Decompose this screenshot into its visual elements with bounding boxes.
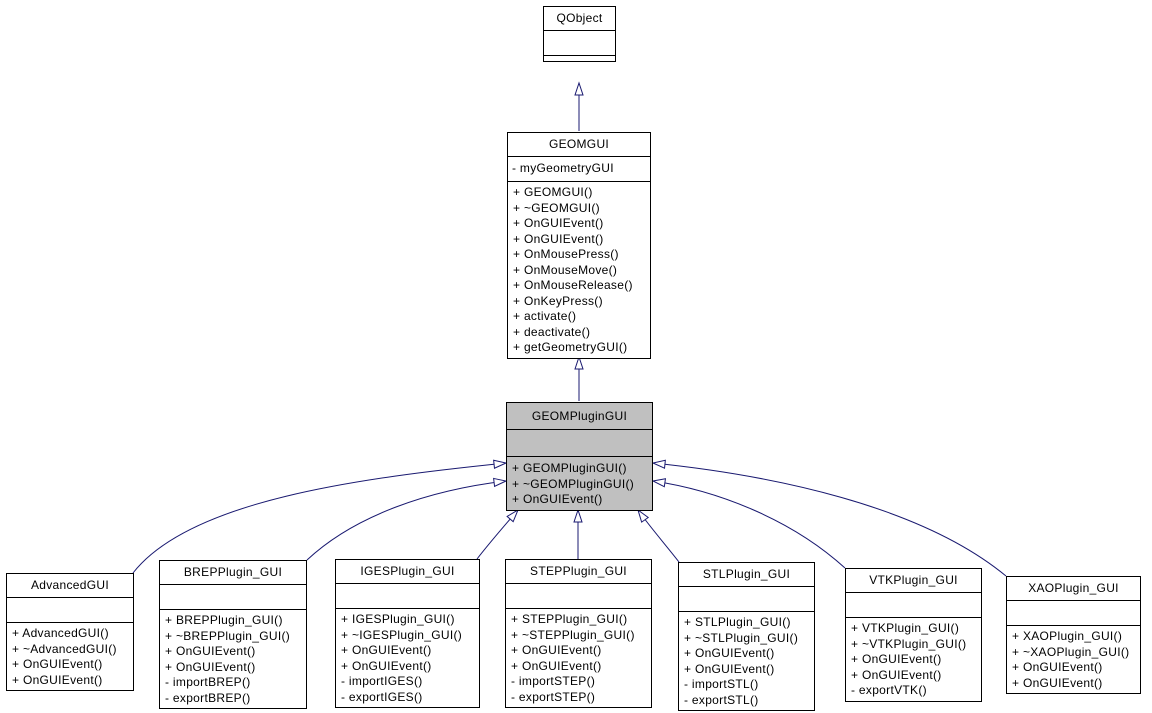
member-line: + ~XAOPlugin_GUI(): [1012, 644, 1130, 659]
methods-compartment: + IGESPlugin_GUI()+ ~IGESPlugin_GUI()+ O…: [336, 609, 479, 707]
member-line: + OnGUIEvent(): [341, 643, 432, 657]
member-line: + STEPPlugin_GUI(): [511, 612, 628, 626]
edge-vtk-to-geomplugingui: [651, 478, 846, 569]
class-title: STLPlugin_GUI: [679, 563, 814, 587]
member-line: + STLPlugin_GUI(): [684, 615, 791, 629]
class-node-brepplugin-gui[interactable]: BREPPlugin_GUI + BREPPlugin_GUI()+ ~BREP…: [159, 560, 307, 709]
member-line: - importSTL(): [684, 677, 759, 691]
member-line: + ~GEOMPluginGUI(): [512, 476, 635, 491]
member-line: - exportSTEP(): [511, 689, 596, 704]
class-node-geomgui[interactable]: GEOMGUI - myGeometryGUI + GEOMGUI()+ ~GE…: [507, 132, 651, 359]
member-line: - myGeometryGUI: [512, 161, 614, 176]
member-line: - importBREP(): [165, 675, 251, 689]
class-node-xaoplugin-gui[interactable]: XAOPlugin_GUI + XAOPlugin_GUI()+ ~XAOPlu…: [1006, 576, 1141, 694]
attributes-compartment: [7, 598, 133, 623]
methods-compartment: + VTKPlugin_GUI()+ ~VTKPlugin_GUI()+ OnG…: [846, 618, 981, 701]
member-line: + OnGUIEvent(): [341, 658, 432, 673]
member-line: + OnGUIEvent(): [12, 657, 103, 671]
member-line: + VTKPlugin_GUI(): [851, 621, 960, 635]
member-line: + ~STLPlugin_GUI(): [684, 630, 799, 645]
attributes-compartment: [544, 31, 615, 56]
member-line: - importIGES(): [341, 674, 423, 688]
member-line: + OnMouseRelease(): [513, 278, 633, 292]
class-title: GEOMGUI: [508, 133, 650, 157]
class-node-igesplugin-gui[interactable]: IGESPlugin_GUI + IGESPlugin_GUI()+ ~IGES…: [335, 559, 480, 708]
member-line: + OnGUIEvent(): [513, 231, 604, 246]
member-line: + AdvancedGUI(): [12, 626, 109, 640]
member-line: + OnMousePress(): [513, 247, 619, 261]
member-line: + ~BREPPlugin_GUI(): [165, 628, 291, 643]
methods-compartment: + STLPlugin_GUI()+ ~STLPlugin_GUI()+ OnG…: [679, 612, 814, 710]
member-line: + ~GEOMGUI(): [513, 200, 600, 215]
class-node-stepplugin-gui[interactable]: STEPPlugin_GUI + STEPPlugin_GUI()+ ~STEP…: [505, 559, 652, 708]
member-line: + OnGUIEvent(): [12, 672, 103, 687]
member-line: + ~IGESPlugin_GUI(): [341, 627, 463, 642]
member-line: + OnGUIEvent(): [684, 646, 775, 660]
member-line: - exportSTL(): [684, 692, 759, 707]
class-title: GEOMPluginGUI: [507, 403, 652, 430]
methods-compartment: + STEPPlugin_GUI()+ ~STEPPlugin_GUI()+ O…: [506, 609, 651, 707]
member-line: + GEOMPluginGUI(): [512, 461, 627, 475]
class-node-qobject[interactable]: QObject: [543, 6, 616, 62]
member-line: + getGeometryGUI(): [513, 340, 628, 354]
class-title: BREPPlugin_GUI: [160, 561, 306, 585]
class-title: VTKPlugin_GUI: [846, 569, 981, 593]
attributes-compartment: [679, 587, 814, 612]
member-line: + BREPPlugin_GUI(): [165, 613, 283, 627]
class-node-geomplugingui[interactable]: GEOMPluginGUI + GEOMPluginGUI()+ ~GEOMPl…: [506, 402, 653, 511]
member-line: + OnGUIEvent(): [165, 659, 256, 674]
member-line: + ~VTKPlugin_GUI(): [851, 636, 967, 651]
edge-brep-to-geomplugingui: [306, 477, 508, 561]
attributes-compartment: [1007, 601, 1140, 626]
attributes-compartment: [336, 584, 479, 609]
member-line: + OnGUIEvent(): [851, 652, 942, 666]
member-line: + OnGUIEvent(): [513, 216, 604, 230]
class-title: XAOPlugin_GUI: [1007, 577, 1140, 601]
methods-compartment: + BREPPlugin_GUI()+ ~BREPPlugin_GUI()+ O…: [160, 610, 306, 708]
methods-compartment: [544, 56, 615, 61]
member-line: - importSTEP(): [511, 674, 596, 688]
class-node-advancedgui[interactable]: AdvancedGUI + AdvancedGUI()+ ~AdvancedGU…: [6, 573, 134, 691]
member-line: + OnGUIEvent(): [1012, 660, 1103, 674]
attributes-compartment: [506, 584, 651, 609]
member-line: + OnGUIEvent(): [851, 667, 942, 682]
edge-xao-to-geomplugingui: [651, 459, 1007, 577]
member-line: + GEOMGUI(): [513, 185, 593, 199]
member-line: + IGESPlugin_GUI(): [341, 612, 455, 626]
member-line: + deactivate(): [513, 324, 591, 339]
member-line: + OnMouseMove(): [513, 262, 618, 277]
methods-compartment: + AdvancedGUI()+ ~AdvancedGUI()+ OnGUIEv…: [7, 623, 133, 690]
attributes-compartment: [846, 593, 981, 618]
methods-compartment: + GEOMGUI()+ ~GEOMGUI()+ OnGUIEvent()+ O…: [508, 182, 650, 358]
member-line: + activate(): [513, 309, 577, 323]
edge-iges-to-geomplugingui: [476, 508, 520, 560]
member-line: + OnGUIEvent(): [1012, 675, 1103, 690]
class-node-stlplugin-gui[interactable]: STLPlugin_GUI + STLPlugin_GUI()+ ~STLPlu…: [678, 562, 815, 711]
member-line: + ~AdvancedGUI(): [12, 641, 117, 656]
class-title: AdvancedGUI: [7, 574, 133, 598]
class-title: QObject: [544, 7, 615, 31]
member-line: + XAOPlugin_GUI(): [1012, 629, 1123, 643]
edge-advancedgui-to-geomplugingui: [132, 459, 508, 574]
member-line: - exportIGES(): [341, 689, 423, 704]
member-line: - exportVTK(): [851, 683, 927, 697]
member-line: + OnGUIEvent(): [165, 644, 256, 658]
member-line: + OnGUIEvent(): [512, 492, 603, 506]
class-title: STEPPlugin_GUI: [506, 560, 651, 584]
methods-compartment: + GEOMPluginGUI()+ ~GEOMPluginGUI()+ OnG…: [507, 457, 652, 510]
member-line: + ~STEPPlugin_GUI(): [511, 627, 635, 642]
member-line: - exportBREP(): [165, 690, 251, 705]
member-line: + OnGUIEvent(): [684, 661, 775, 676]
member-line: + OnGUIEvent(): [511, 643, 602, 657]
edge-stl-to-geomplugingui: [637, 508, 680, 563]
class-title: IGESPlugin_GUI: [336, 560, 479, 584]
attributes-compartment: - myGeometryGUI: [508, 157, 650, 182]
class-node-vtkplugin-gui[interactable]: VTKPlugin_GUI + VTKPlugin_GUI()+ ~VTKPlu…: [845, 568, 982, 702]
member-line: + OnKeyPress(): [513, 293, 603, 308]
attributes-compartment: [160, 585, 306, 610]
member-line: + OnGUIEvent(): [511, 658, 602, 673]
attributes-compartment: [507, 430, 652, 457]
methods-compartment: + XAOPlugin_GUI()+ ~XAOPlugin_GUI()+ OnG…: [1007, 626, 1140, 693]
